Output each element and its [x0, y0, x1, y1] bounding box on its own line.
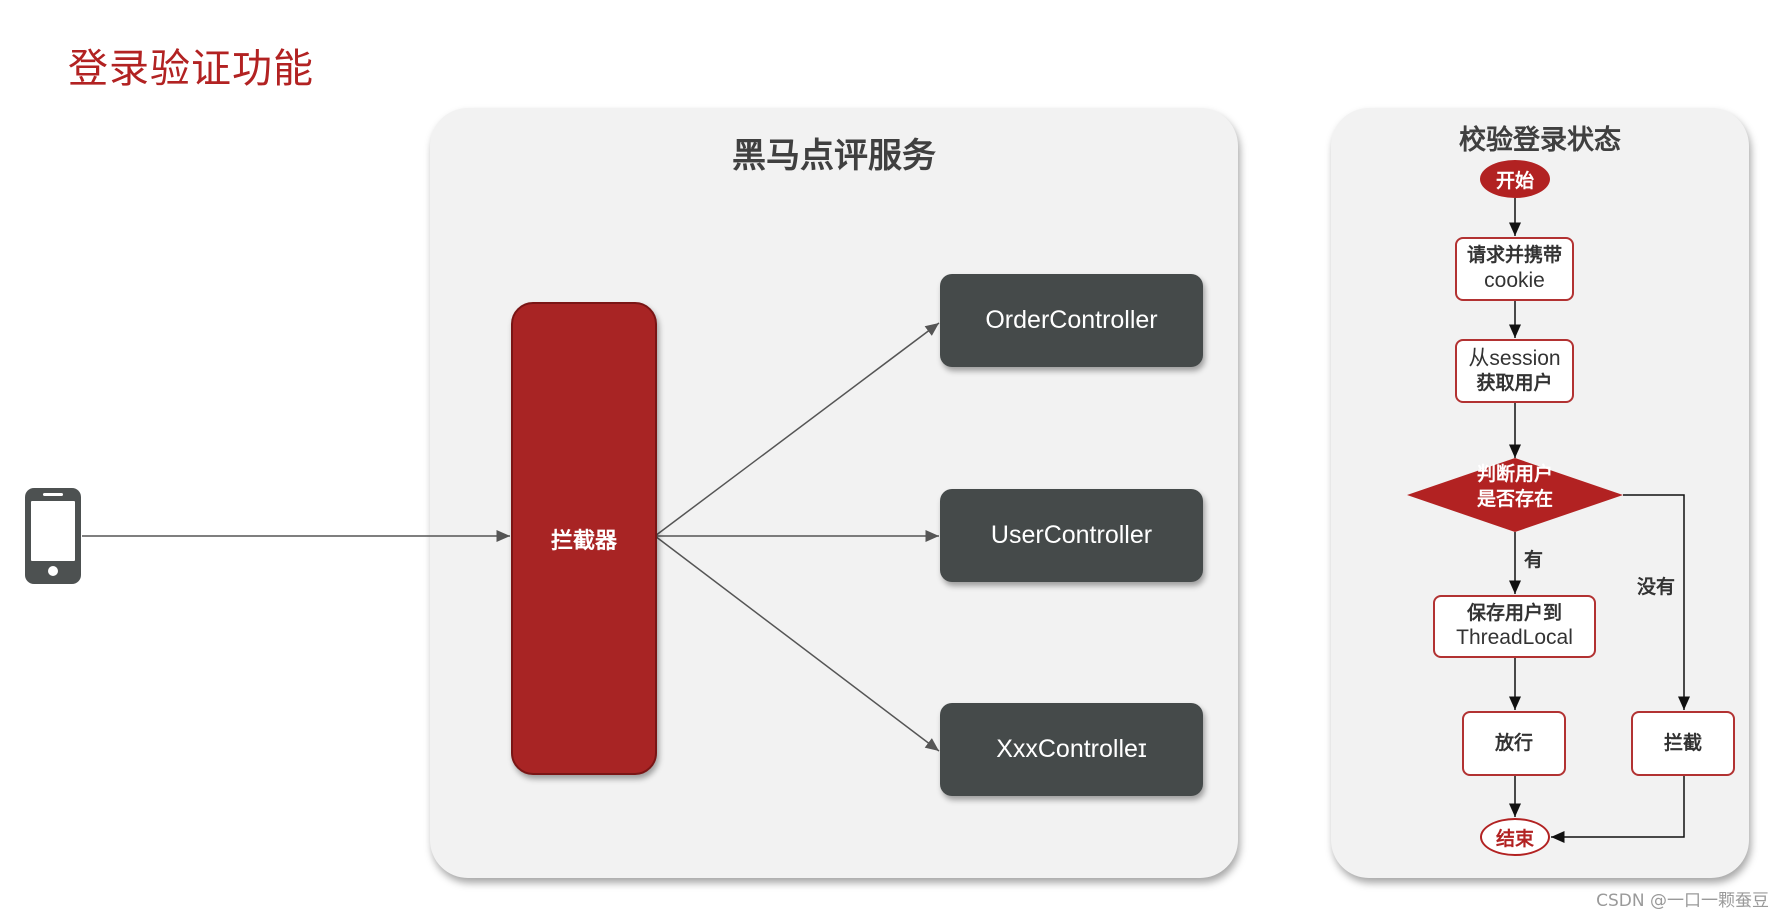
xxx-controller-box: XxxControlleɪ: [940, 703, 1203, 796]
flow-decision-line2: 是否存在: [1476, 487, 1553, 510]
decision-diamond: [1407, 458, 1623, 532]
flow-step-request-cookie-line2: cookie: [1484, 268, 1545, 292]
interceptor-to-order-arrow: [654, 322, 940, 537]
flow-step-block: 拦截: [1631, 711, 1735, 776]
flow-step-request-cookie: 请求并携带 cookie: [1455, 237, 1574, 301]
service-panel-title: 黑马点评服务: [732, 136, 936, 176]
flow-yes-label: 有: [1524, 549, 1544, 571]
phone-speaker: [43, 493, 63, 496]
flow-start-node: 开始: [1480, 160, 1550, 198]
order-controller-box: OrderController: [940, 274, 1203, 367]
interceptor-block: 拦截器: [511, 302, 657, 775]
page-title: 登录验证功能: [68, 46, 314, 92]
flow-no-label: 没有: [1637, 576, 1676, 598]
flow-step-block-label: 拦截: [1663, 731, 1702, 754]
flow-step-save-line2: ThreadLocal: [1456, 626, 1573, 650]
flow-decision-label: 判断用户 是否存在: [1410, 462, 1620, 511]
flow-step-save-threadlocal: 保存用户到 ThreadLocal: [1433, 595, 1596, 658]
flow-step-get-user: 从session 获取用户: [1455, 339, 1574, 403]
block-to-end-arrow: [1551, 776, 1685, 843]
phone-home-button: [48, 566, 58, 576]
phone-screen: [31, 501, 75, 561]
flow-step-get-user-line2: 获取用户: [1476, 372, 1553, 395]
flow-step-get-user-line1: 从session: [1468, 347, 1561, 370]
interceptor-to-xxx-arrow: [654, 535, 940, 752]
flow-step-pass-label: 放行: [1494, 731, 1533, 754]
user-controller-box: UserController: [940, 489, 1203, 582]
flow-decision-line1: 判断用户: [1476, 463, 1553, 485]
flow-step-pass: 放行: [1462, 711, 1566, 776]
csdn-watermark: CSDN @一口一颗蚕豆: [1596, 891, 1769, 911]
flow-step-save-line1: 保存用户到: [1466, 601, 1562, 624]
mobile-phone-icon: [25, 488, 81, 584]
flow-step-request-cookie-line1: 请求并携带: [1466, 244, 1562, 266]
decision-to-block-arrow: [1623, 494, 1690, 710]
login-check-panel-title: 校验登录状态: [1459, 125, 1621, 156]
flow-end-node: 结束: [1480, 818, 1550, 856]
